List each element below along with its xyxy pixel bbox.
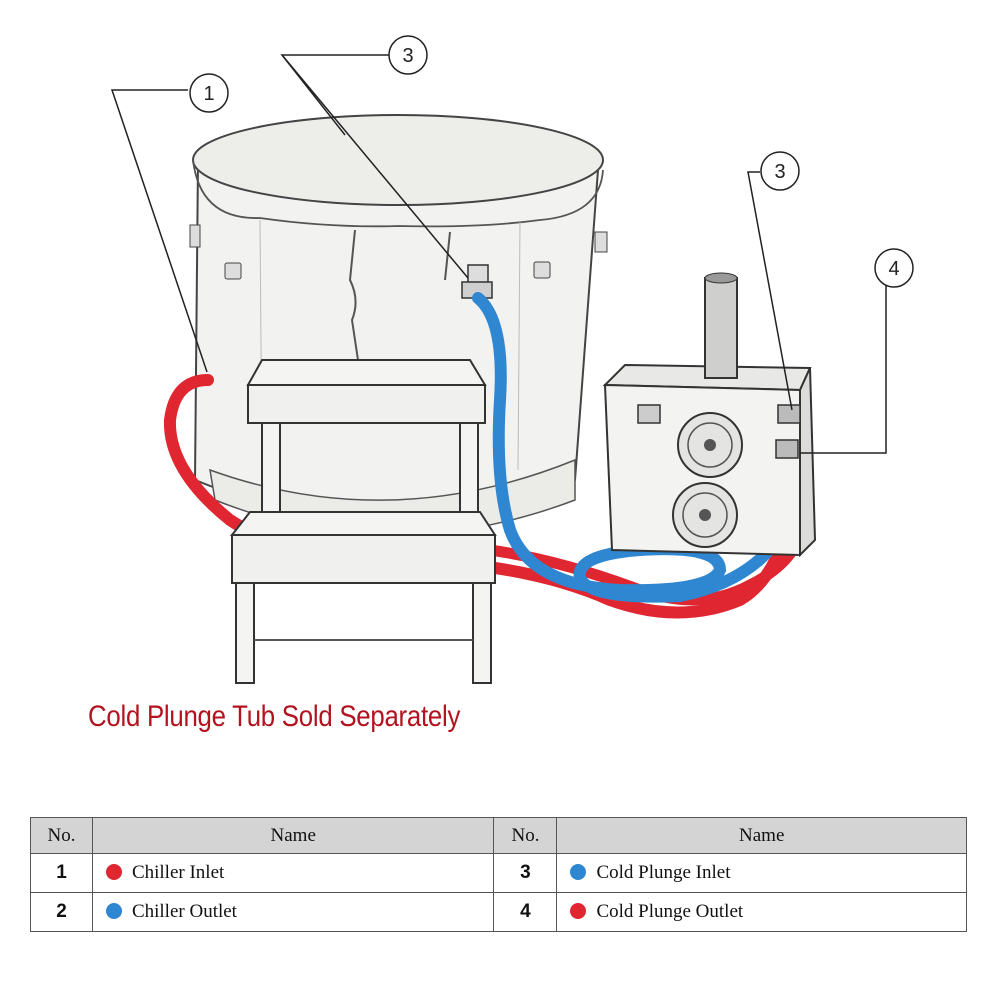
- header-no-left: No.: [30, 817, 93, 854]
- connection-name-cell: Cold Plunge Inlet: [556, 853, 967, 893]
- chiller-unit: [602, 272, 817, 558]
- table-row: 1 Chiller Inlet 3 Cold Plunge Inlet: [30, 853, 967, 893]
- header-name-left: Name: [91, 817, 495, 854]
- legend-header-row: No. Name No. Name: [30, 817, 967, 854]
- step-stool: [229, 359, 497, 684]
- callout-4: 4: [874, 248, 914, 288]
- blue-hose: [472, 292, 805, 603]
- row-number: 2: [30, 892, 93, 932]
- connection-name-cell: Chiller Inlet: [91, 853, 495, 893]
- callout-3-chiller: 3: [760, 151, 800, 191]
- svg-text:4: 4: [888, 258, 899, 280]
- row-number: 3: [493, 853, 558, 893]
- connection-name: Cold Plunge Outlet: [596, 901, 744, 922]
- connection-legend-table: No. Name No. Name 1 Chiller Inlet 3 Cold…: [30, 817, 967, 932]
- blue-dot-icon: [570, 864, 587, 880]
- cold-plunge-tub: [189, 114, 608, 536]
- header-no-right: No.: [493, 817, 558, 854]
- table-row: 2 Chiller Outlet 4 Cold Plunge Outlet: [30, 892, 967, 932]
- tub-sold-separately-note: Cold Plunge Tub Sold Separately: [88, 700, 461, 733]
- setup-illustration: 1 3 3 4: [110, 35, 914, 684]
- header-name-right: Name: [556, 817, 967, 854]
- connection-name-cell: Chiller Outlet: [91, 892, 495, 932]
- svg-text:1: 1: [203, 83, 214, 105]
- connection-name: Chiller Inlet: [131, 862, 225, 883]
- row-number: 1: [30, 853, 93, 893]
- red-dot-icon: [570, 903, 587, 919]
- row-number: 4: [493, 892, 558, 932]
- callout-1: 1: [189, 73, 229, 113]
- chiller-upper-port: [777, 404, 801, 424]
- connection-name: Chiller Outlet: [131, 901, 237, 922]
- blue-dot-icon: [105, 903, 122, 919]
- chiller-lower-port: [775, 439, 799, 459]
- svg-text:3: 3: [774, 161, 785, 183]
- svg-text:3: 3: [402, 45, 413, 67]
- callout-3-tub: 3: [388, 35, 428, 75]
- red-dot-icon: [105, 864, 122, 880]
- connection-name-cell: Cold Plunge Outlet: [556, 892, 967, 932]
- connection-name: Cold Plunge Inlet: [596, 862, 731, 883]
- tub-outlet-valve: [461, 264, 493, 299]
